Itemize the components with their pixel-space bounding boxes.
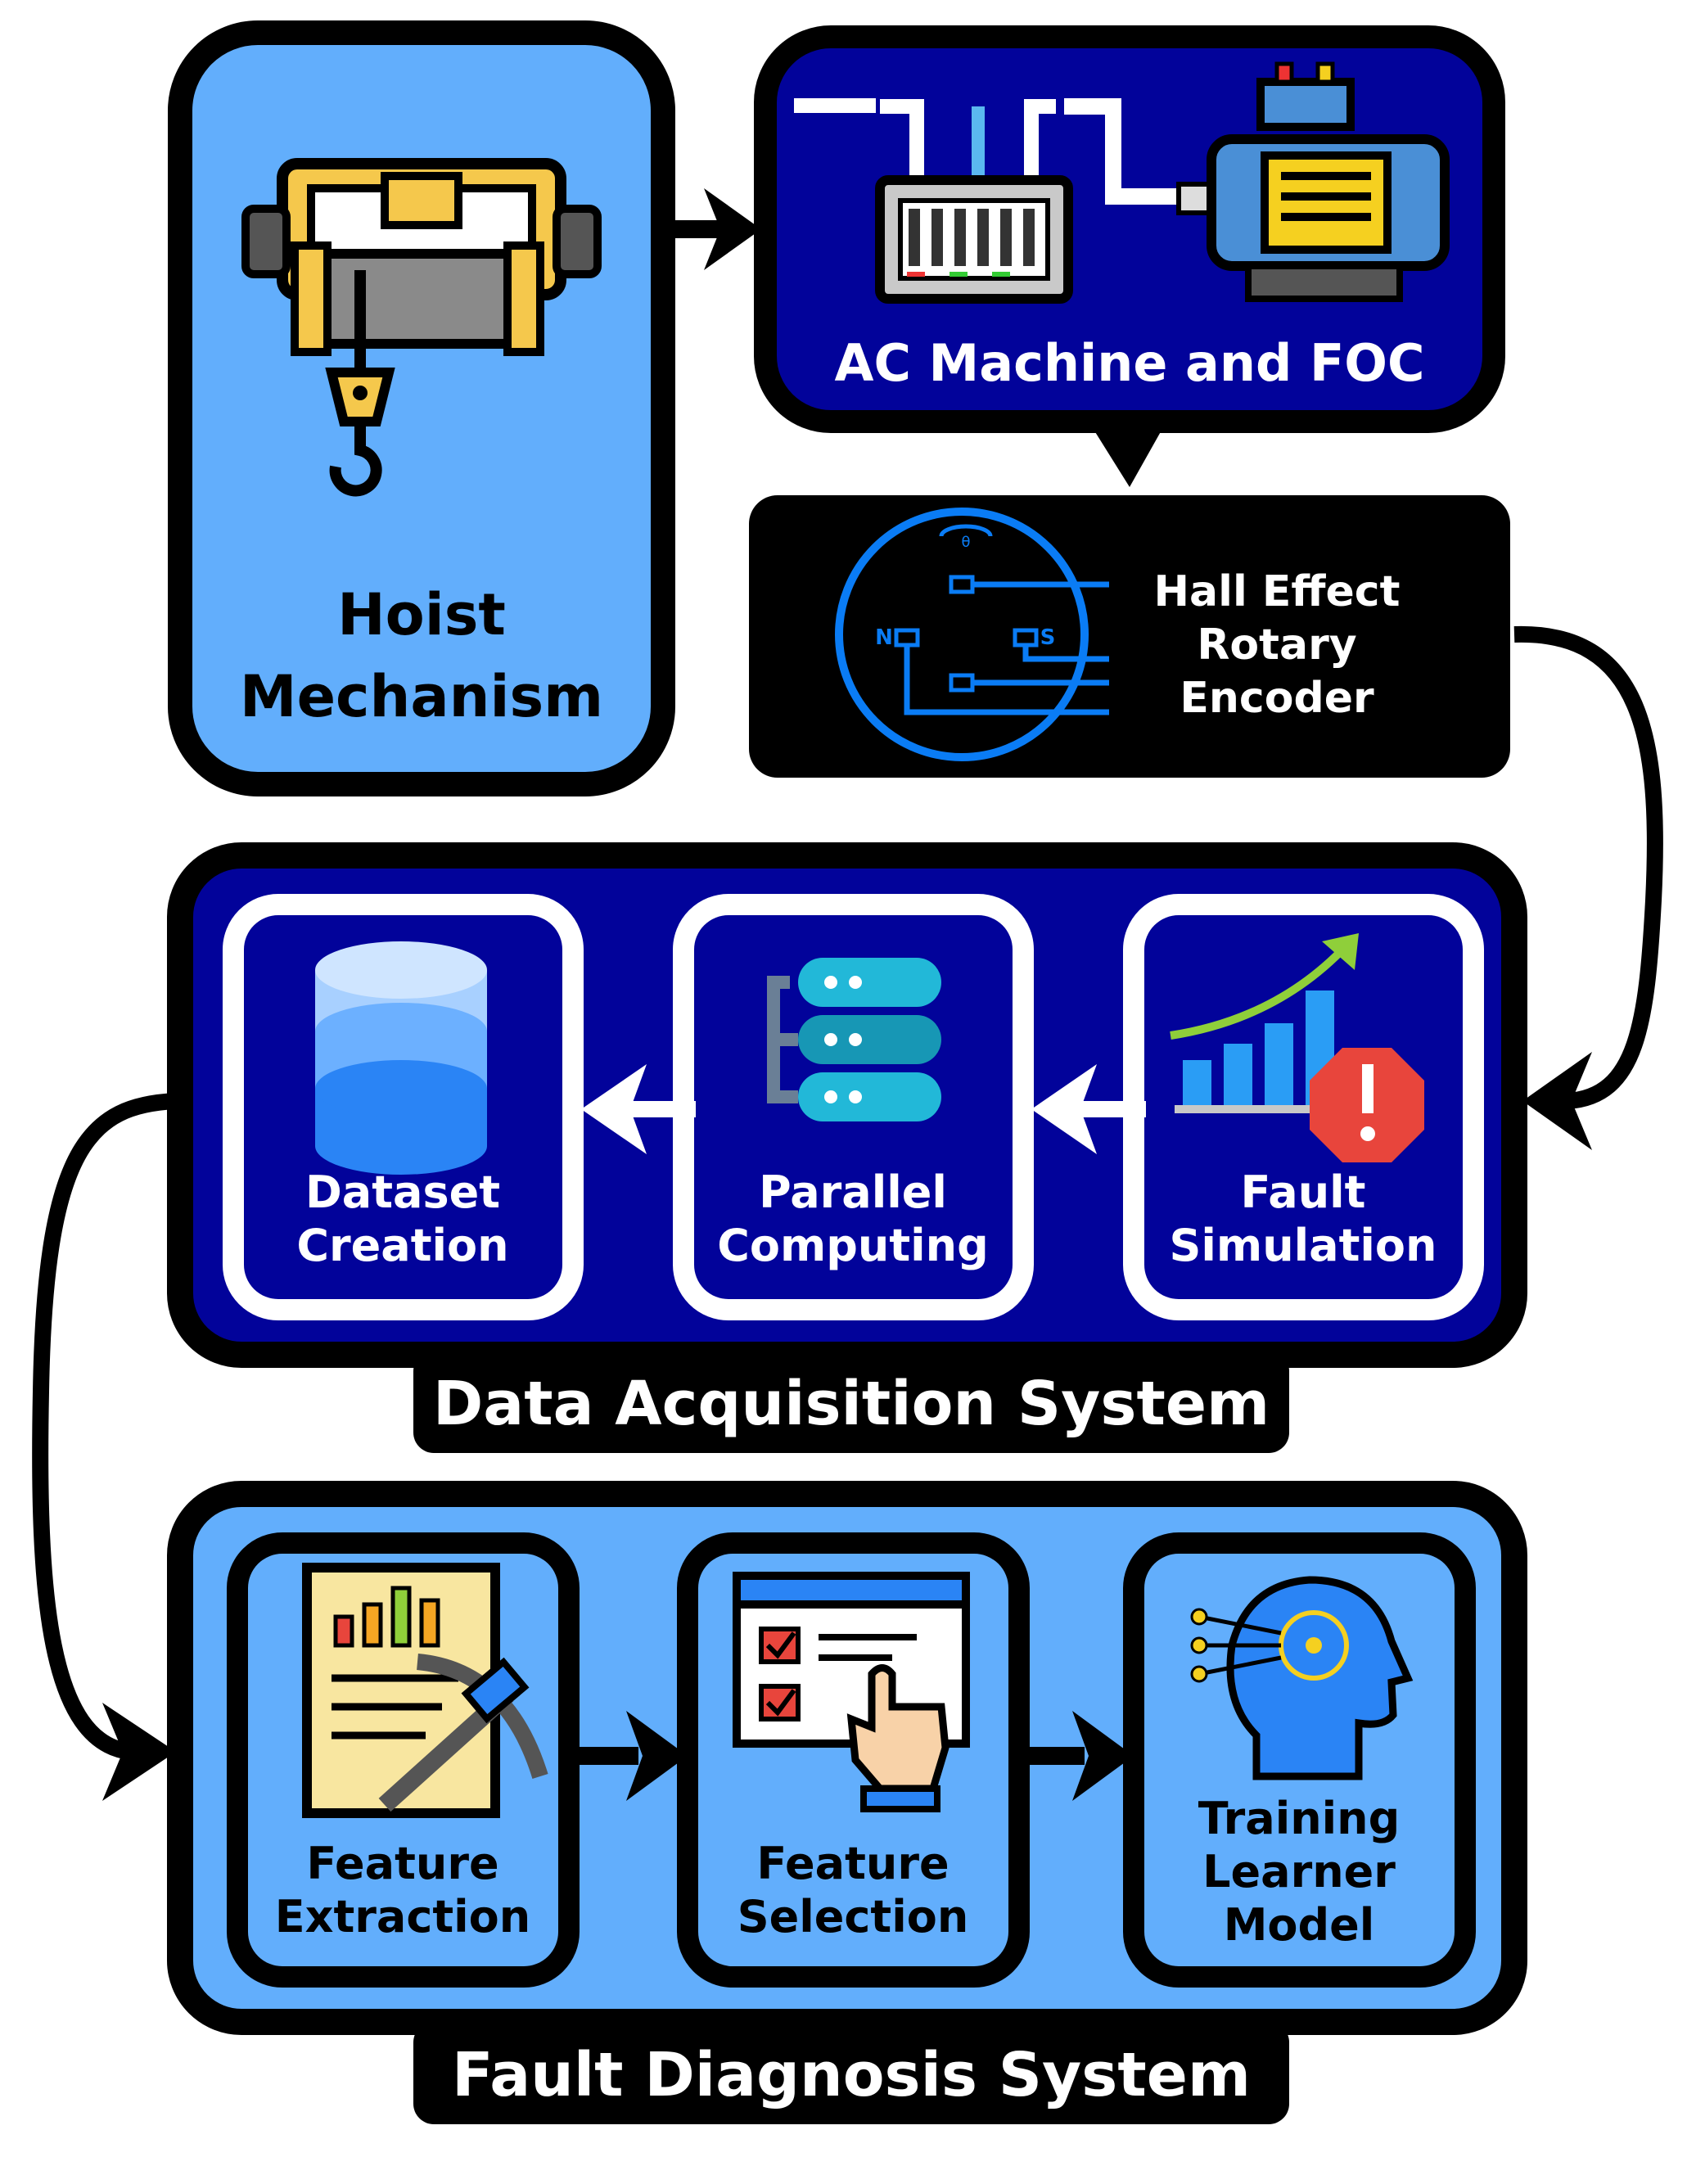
fault-simulation-line1: Fault xyxy=(1241,1166,1366,1218)
pole-n-label: N xyxy=(875,625,893,650)
dataset-creation-line2: Creation xyxy=(296,1220,508,1271)
training-label-line1: Training xyxy=(1198,1793,1401,1844)
feature-extraction-line2: Extraction xyxy=(275,1891,530,1943)
data-acquisition-panel: Dataset Creation Parallel Computing xyxy=(167,842,1527,1368)
server-stack-icon xyxy=(767,958,941,1121)
hoist-mechanism-box: Hoist Mechanism xyxy=(168,20,675,796)
fault-simulation-step: Fault Simulation xyxy=(1123,894,1484,1320)
encoder-label-line3: Encoder xyxy=(1180,674,1374,723)
hall-sensor-icon: θ N S xyxy=(835,508,1109,761)
fault-chart-icon xyxy=(1170,933,1424,1162)
encoder-label-line2: Rotary xyxy=(1197,620,1356,670)
encoder-label-line1: Hall Effect xyxy=(1154,567,1401,616)
arrow-parallel-to-dataset xyxy=(581,1064,696,1154)
fault-simulation-line2: Simulation xyxy=(1170,1220,1437,1271)
training-label-line2: Learner xyxy=(1202,1846,1396,1897)
hoist-label-line2: Mechanism xyxy=(240,663,603,730)
checklist-selection-icon xyxy=(733,1572,970,1812)
dataset-creation-line1: Dataset xyxy=(305,1166,500,1218)
arrow-selection-to-training xyxy=(1027,1711,1134,1801)
parallel-computing-step: Parallel Computing xyxy=(673,894,1034,1320)
pole-s-label: S xyxy=(1040,625,1056,650)
data-acquisition-title: Data Acquisition System xyxy=(433,1369,1270,1439)
encoder-box: θ N S Hall Effect Rotary Encoder xyxy=(749,495,1510,778)
inverter-icon xyxy=(794,98,1179,304)
arrow-hoist-to-ac xyxy=(671,188,761,270)
feature-selection-step: Feature Selection xyxy=(677,1532,1030,1988)
arrow-fault-to-parallel xyxy=(1031,1064,1146,1154)
fault-diagnosis-title: Fault Diagnosis System xyxy=(452,2040,1251,2110)
feature-extraction-line1: Feature xyxy=(306,1838,498,1889)
theta-symbol: θ xyxy=(961,534,970,551)
parallel-computing-line2: Computing xyxy=(717,1220,989,1271)
training-label-line3: Model xyxy=(1224,1899,1375,1951)
feature-selection-line2: Selection xyxy=(737,1891,969,1943)
motor-icon xyxy=(1176,61,1450,302)
report-pickaxe-icon xyxy=(302,1563,548,1818)
arrow-daq-to-fds xyxy=(32,1093,177,1801)
feature-selection-line1: Feature xyxy=(756,1838,949,1889)
arrow-extraction-to-selection xyxy=(577,1711,688,1801)
ai-head-icon xyxy=(1190,1576,1414,1780)
ac-machine-box: AC Machine and FOC xyxy=(754,25,1505,487)
data-acquisition-title-tab: Data Acquisition System xyxy=(413,1351,1289,1453)
feature-extraction-step: Feature Extraction xyxy=(227,1532,580,1988)
database-icon xyxy=(315,941,487,1175)
arrow-encoder-to-daq xyxy=(1513,625,1663,1150)
crane-hoist-icon xyxy=(241,158,602,497)
dataset-creation-step: Dataset Creation xyxy=(223,894,584,1320)
fault-diagnosis-panel: Feature Extraction Feature Selection xyxy=(167,1481,1527,2035)
ac-machine-label: AC Machine and FOC xyxy=(834,333,1424,393)
hoist-label-line1: Hoist xyxy=(337,581,506,648)
fault-diagnosis-title-tab: Fault Diagnosis System xyxy=(413,2022,1289,2124)
training-learner-model-step: Training Learner Model xyxy=(1123,1532,1476,1988)
parallel-computing-line1: Parallel xyxy=(759,1166,947,1218)
